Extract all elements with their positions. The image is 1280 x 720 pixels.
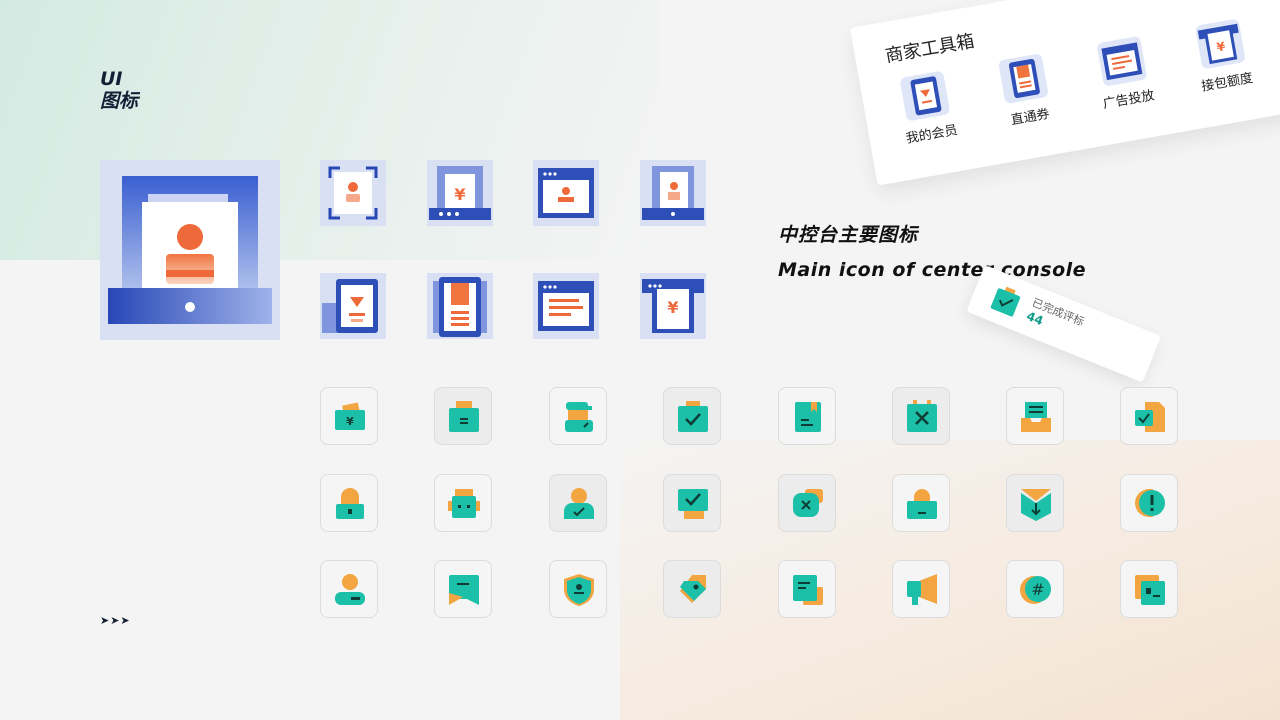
toolbox-item-member[interactable]: 我的会员 xyxy=(882,67,973,149)
robot-icon xyxy=(434,474,492,532)
toolbox-title: 商家工具箱 xyxy=(883,30,976,68)
check-document-icon xyxy=(1120,387,1178,445)
member-profile-drawer-icon xyxy=(100,160,280,340)
contact-card-icon xyxy=(1120,560,1178,618)
svg-text:¥: ¥ xyxy=(667,298,678,317)
close-calendar-icon xyxy=(892,387,950,445)
yuan-drawer-icon: ¥ xyxy=(427,160,493,226)
page-title-line1: UI xyxy=(100,68,123,90)
toolbox-item-ads[interactable]: 广告投放 xyxy=(1079,33,1170,115)
svg-text:¥: ¥ xyxy=(1216,39,1227,54)
page-title-line2: 图标 xyxy=(100,90,139,112)
toolbox-item-label: 直通券 xyxy=(1009,106,1051,129)
toolbox-item-coupon[interactable]: 直通券 xyxy=(980,50,1071,132)
inbox-tray-icon xyxy=(1006,387,1064,445)
text-window-icon xyxy=(533,273,599,339)
svg-text:¥: ¥ xyxy=(454,185,465,204)
alert-chat-icon xyxy=(1120,474,1178,532)
stamp-window-icon xyxy=(533,160,599,226)
quota-yuan-icon: ¥ xyxy=(1194,18,1246,70)
megaphone-icon xyxy=(892,560,950,618)
svg-text:¥: ¥ xyxy=(346,415,354,428)
user-check-icon xyxy=(549,474,607,532)
worker-icon xyxy=(549,387,607,445)
completed-bids-card: 已完成评标 44 xyxy=(966,265,1162,383)
console-title-zh: 中控台主要图标 xyxy=(778,224,919,246)
shield-user-icon xyxy=(549,560,607,618)
toolbox-item-quota[interactable]: ¥ 接包额度 xyxy=(1177,15,1268,97)
ad-window-icon xyxy=(1096,35,1148,87)
download-shield-icon xyxy=(1006,474,1064,532)
toolbox-item-label: 接包额度 xyxy=(1200,70,1255,95)
box-icon xyxy=(434,387,492,445)
diamond-phone-icon xyxy=(320,273,386,339)
arrows-decoration: ➤➤➤ xyxy=(100,614,131,627)
document-drawer-icon xyxy=(640,160,706,226)
check-clipboard-icon xyxy=(990,286,1021,317)
profile-scan-icon xyxy=(320,160,386,226)
coupon-phone-icon xyxy=(997,53,1049,105)
coupon-phone-icon xyxy=(427,273,493,339)
bookmark-document-icon xyxy=(778,387,836,445)
document-list-icon xyxy=(778,560,836,618)
page-title: UI 图标 xyxy=(100,68,138,112)
shopping-bag-icon xyxy=(892,474,950,532)
close-chat-icon xyxy=(778,474,836,532)
check-monitor-icon xyxy=(663,474,721,532)
yuan-calendar-icon: ¥ xyxy=(640,273,706,339)
member-diamond-phone-icon xyxy=(899,70,951,122)
user-card-icon xyxy=(320,560,378,618)
svg-text:#: # xyxy=(1031,580,1044,599)
toolbox-item-label: 我的会员 xyxy=(904,123,959,147)
price-tag-icon xyxy=(663,560,721,618)
console-title-en: Main icon of center console xyxy=(778,259,1087,281)
lock-icon xyxy=(320,474,378,532)
chat-flag-icon xyxy=(434,560,492,618)
toolbox-item-label: 广告投放 xyxy=(1101,88,1156,113)
yuan-wallet-icon: ¥ xyxy=(320,387,378,445)
hashtag-chat-icon: # xyxy=(1006,560,1064,618)
check-clipboard-icon xyxy=(663,387,721,445)
merchant-toolbox-card: 商家工具箱 我的会员 直通券 广告投放 ¥ 接包额度 xyxy=(850,0,1280,186)
console-heading: 中控台主要图标 Main icon of center console xyxy=(778,220,1086,281)
